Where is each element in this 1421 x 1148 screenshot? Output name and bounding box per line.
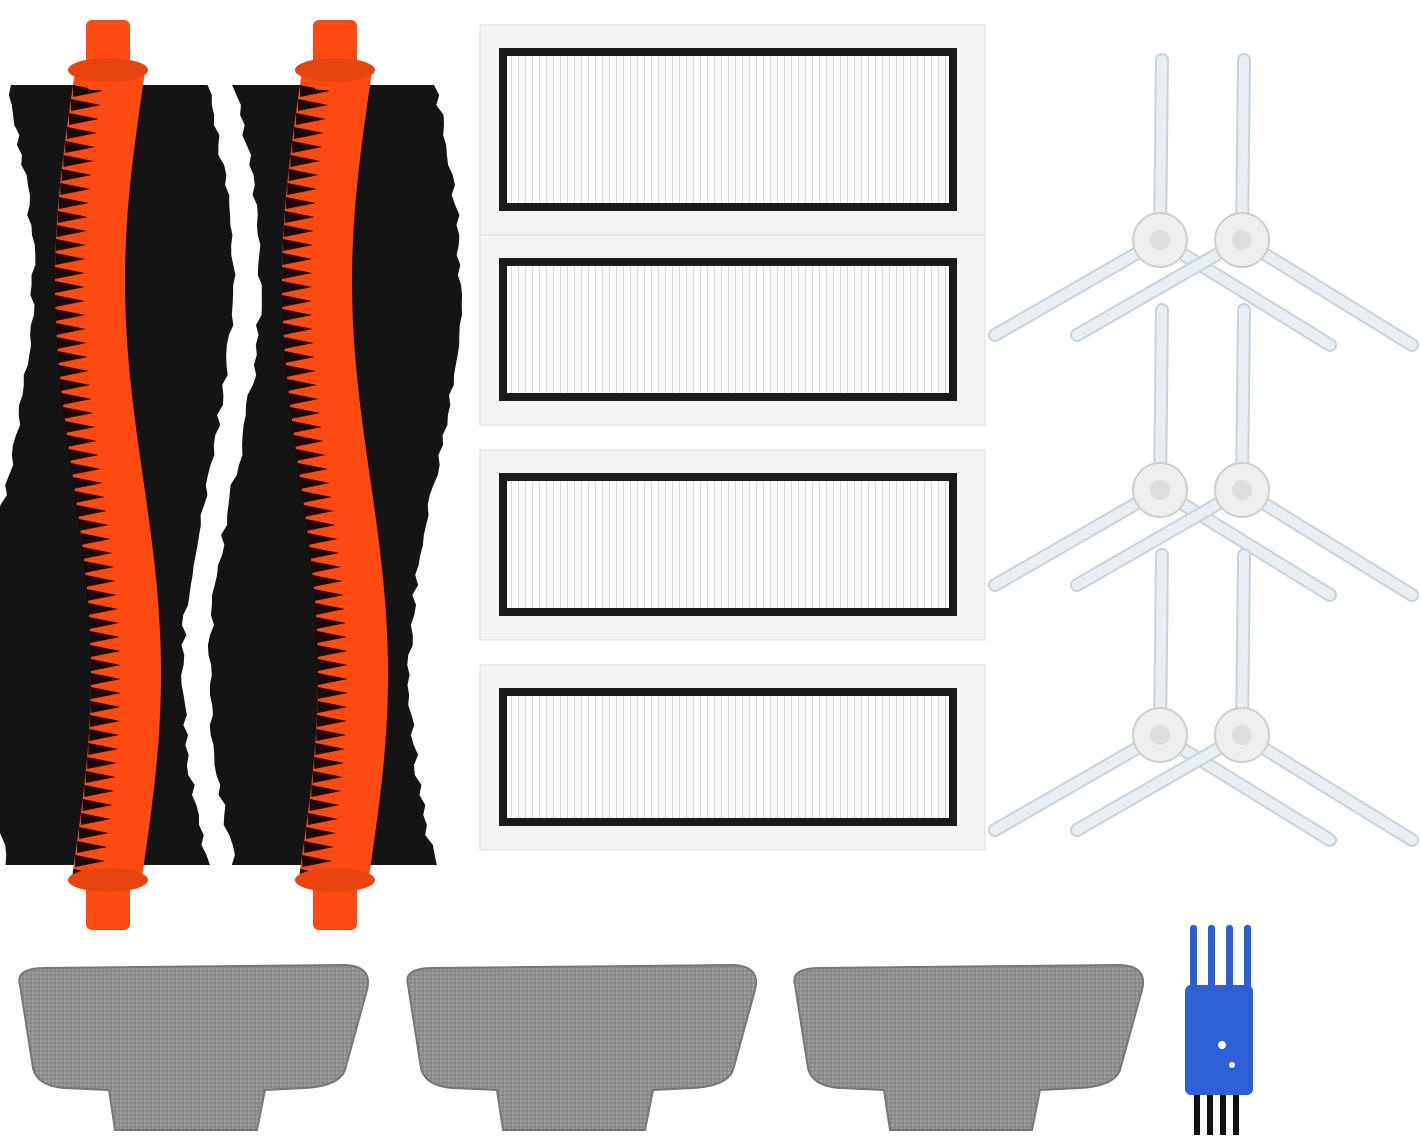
roller-brush: [208, 20, 462, 930]
filter-media: [503, 477, 953, 612]
side-brush: [1077, 555, 1412, 840]
mop-pad: [19, 965, 368, 1130]
side-brush: [995, 555, 1330, 840]
roller-brush: [0, 20, 235, 930]
tool-handle: [1185, 985, 1253, 1095]
side-brush: [995, 60, 1330, 345]
mop-pad: [794, 965, 1143, 1130]
cleaning-tool: [1185, 925, 1253, 1135]
tool-comb-tooth: [1190, 925, 1197, 990]
filter-media: [503, 52, 953, 207]
tool-comb-tooth: [1226, 925, 1233, 990]
filter-media: [503, 262, 953, 397]
tool-comb-tooth: [1244, 925, 1251, 990]
mop-pad: [407, 965, 756, 1130]
side-brush: [1077, 60, 1412, 345]
hepa-filter: [480, 25, 985, 235]
hepa-filter: [480, 235, 985, 425]
hepa-filter: [480, 450, 985, 640]
hepa-filter: [480, 665, 985, 850]
tool-comb-tooth: [1208, 925, 1215, 990]
filter-media: [503, 692, 953, 822]
